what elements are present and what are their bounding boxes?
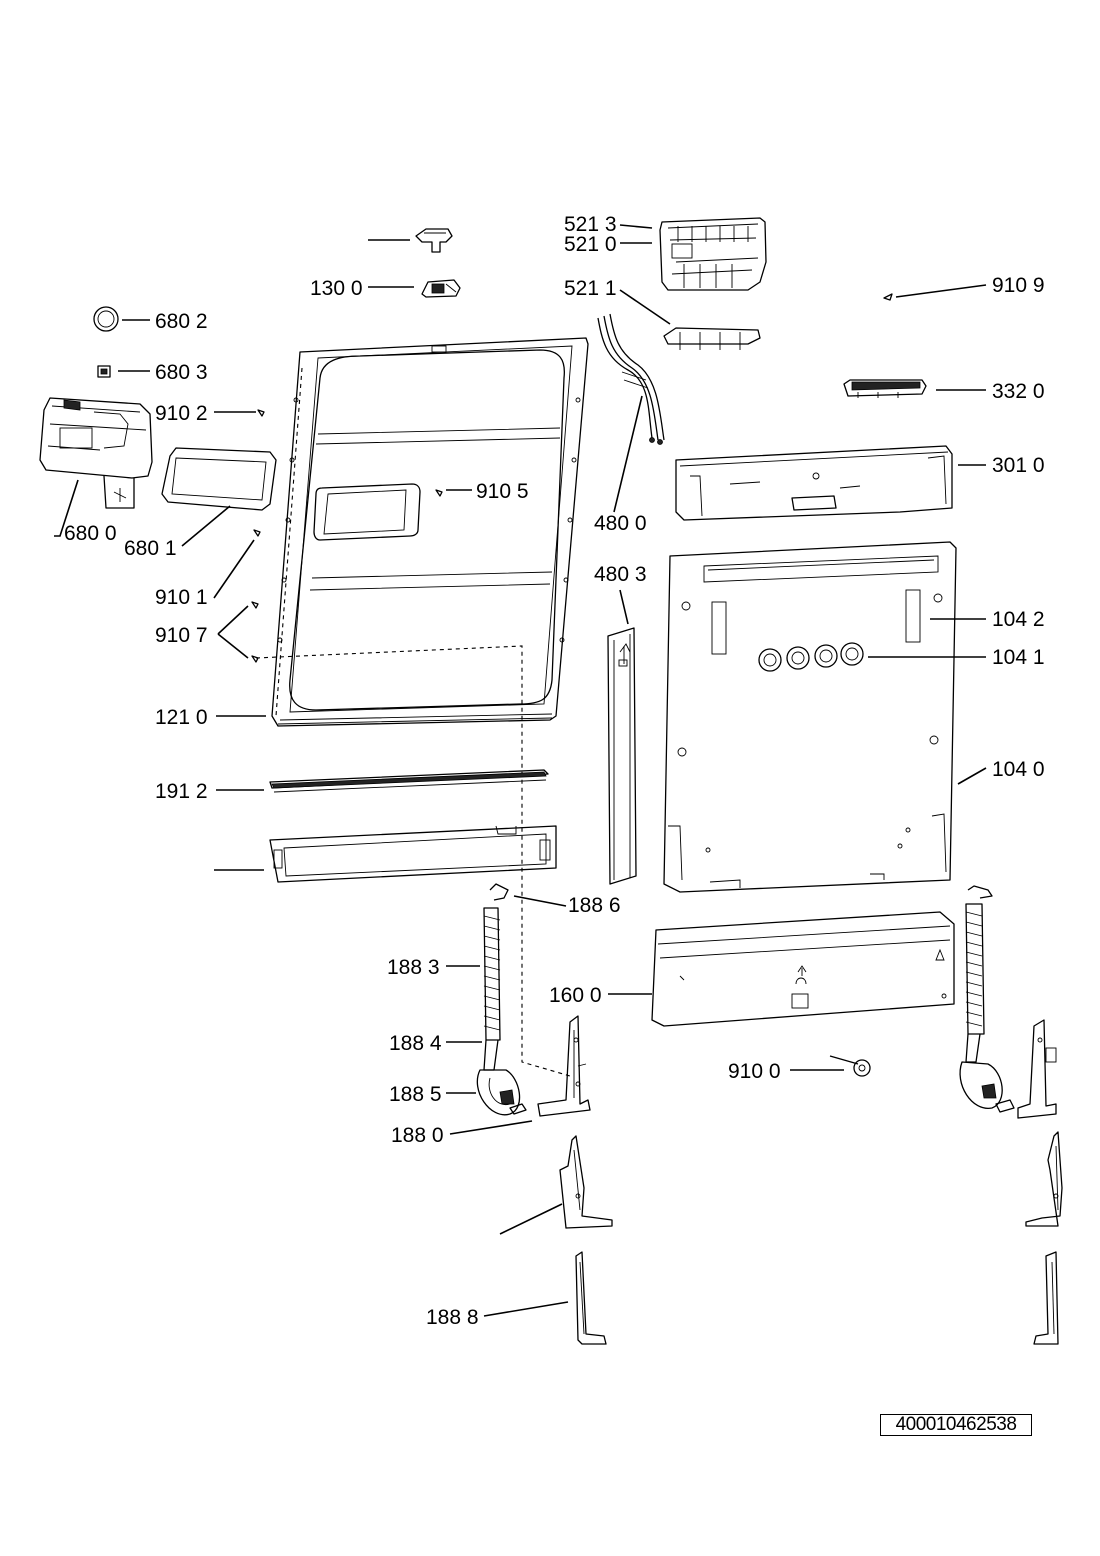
label-910-2: 910 2	[155, 402, 208, 425]
inner-door-panel-part	[271, 337, 589, 727]
label-910-0: 910 0	[728, 1060, 781, 1083]
right-hinge-cover-part	[1025, 1131, 1063, 1227]
label-188-8: 188 8	[426, 1306, 479, 1329]
connector-bracket-part	[663, 327, 761, 350]
dispenser-seal-part	[161, 447, 277, 511]
vertical-trim-strip-part	[607, 627, 637, 885]
label-521-0: 521 0	[564, 233, 617, 256]
control-module-part	[659, 217, 767, 291]
label-301-0: 301 0	[992, 454, 1045, 477]
label-680-0: 680 0	[64, 522, 117, 545]
label-130-0: 130 0	[310, 277, 363, 300]
label-104-0: 104 0	[992, 758, 1045, 781]
label-480-3: 480 3	[594, 563, 647, 586]
wiring-harness-part	[597, 313, 665, 445]
right-hinge-spring-part	[959, 885, 1015, 1113]
sensor-board-part	[843, 379, 927, 398]
control-panel-fascia-part	[675, 445, 953, 521]
label-680-2: 680 2	[155, 310, 208, 333]
label-521-1: 521 1	[564, 277, 617, 300]
label-521-3: 521 3	[564, 213, 617, 236]
screw-grommet-part	[829, 1055, 871, 1077]
label-910-7: 910 7	[155, 624, 208, 647]
label-188-6: 188 6	[568, 894, 621, 917]
kick-plate-part	[651, 911, 955, 1027]
door-latch-clip-part	[415, 228, 453, 253]
right-hinge-bracket-part	[1017, 1019, 1057, 1119]
label-480-0: 480 0	[594, 512, 647, 535]
label-188-0: 188 0	[391, 1124, 444, 1147]
label-910-5: 910 5	[476, 480, 529, 503]
screws-part	[251, 409, 443, 663]
assembly-guide-line	[255, 645, 571, 1077]
label-121-0: 121 0	[155, 706, 208, 729]
detergent-dispenser-part	[39, 397, 153, 509]
label-188-4: 188 4	[389, 1032, 442, 1055]
left-hinge-spring-part	[476, 883, 527, 1116]
label-191-2: 191 2	[155, 780, 208, 803]
control-knobs-part	[758, 642, 864, 672]
label-680-1: 680 1	[124, 537, 177, 560]
left-lower-cover-part	[575, 1251, 607, 1345]
label-680-3: 680 3	[155, 361, 208, 384]
ring-gasket-part	[93, 306, 119, 332]
left-hinge-cover-part	[559, 1135, 613, 1229]
document-id: 400010462538	[880, 1414, 1032, 1436]
label-188-3: 188 3	[387, 956, 440, 979]
door-latch-part	[421, 279, 461, 298]
label-332-0: 332 0	[992, 380, 1045, 403]
left-hinge-bracket-part	[537, 1015, 591, 1117]
label-104-2: 104 2	[992, 608, 1045, 631]
label-188-5: 188 5	[389, 1083, 442, 1106]
label-104-1: 104 1	[992, 646, 1045, 669]
label-160-0: 160 0	[549, 984, 602, 1007]
screw-910-9-part	[883, 293, 893, 301]
right-lower-cover-part	[1033, 1251, 1059, 1345]
bottom-seal-strip-part	[269, 769, 549, 793]
label-910-1: 910 1	[155, 586, 208, 609]
label-910-9: 910 9	[992, 274, 1045, 297]
bottom-rail-part	[269, 825, 557, 883]
leader-lines	[54, 224, 987, 1317]
small-clip-part	[97, 365, 111, 378]
outer-door-panel-part	[663, 541, 957, 893]
part-number-labels: 521 3 521 0 130 0 521 1 910 9 680 2 680 …	[64, 213, 1045, 1329]
